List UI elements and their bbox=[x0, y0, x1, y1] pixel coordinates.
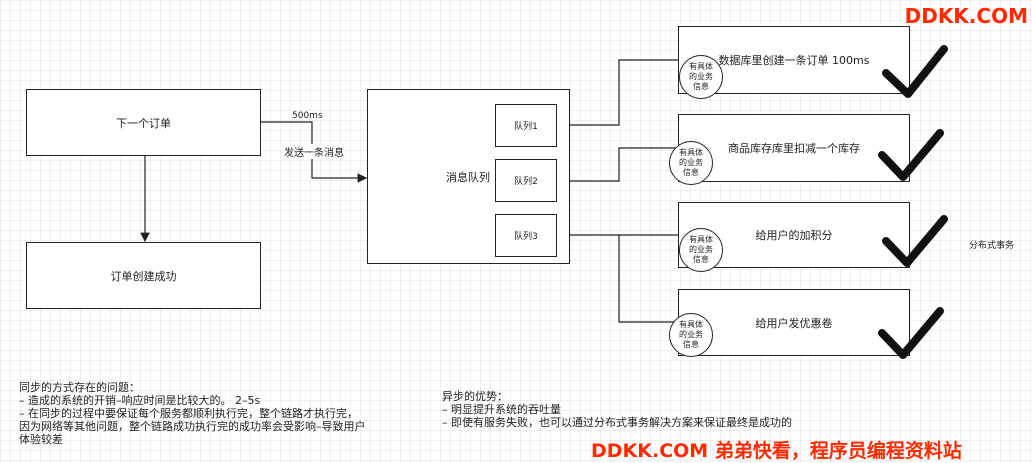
queue-3: 队列3 bbox=[495, 214, 557, 257]
queue-1-label: 队列1 bbox=[514, 122, 538, 132]
checkmark-icon bbox=[882, 45, 948, 98]
note-line: – 造成的系统的开销–响应时间是比较大的。 2–5s bbox=[19, 394, 261, 407]
service-db-label: 数据库里创建一条订单 100ms bbox=[718, 54, 870, 67]
checkmark-icon bbox=[878, 129, 944, 181]
edge-svc1-to-queue1 bbox=[556, 59, 678, 130]
brand-bottom[interactable]: DDKK.COM 弟弟快看，程序员编程资料站 bbox=[591, 440, 962, 462]
service-stock-box: 商品库存库里扣减一个库存 bbox=[678, 114, 910, 182]
checkmark-icon bbox=[878, 307, 944, 359]
business-info-circle: 有具体 的业务 信息 bbox=[679, 55, 723, 99]
brand-top[interactable]: DDKK.COM bbox=[904, 4, 1028, 28]
note-line: – 即使有服务失败，也可以通过分布式事务解决方案来保证最终是成功的 bbox=[442, 416, 792, 429]
note-line: 因为网络等其他问题，整个链路成功执行完的成功率会受影响–导致用户 bbox=[19, 420, 366, 433]
note-line: 同步的方式存在的问题： bbox=[19, 381, 140, 394]
service-coupon-label: 给用户发优惠卷 bbox=[755, 316, 833, 330]
queue-3-label: 队列3 bbox=[514, 232, 538, 242]
business-info-circle: 有具体 的业务 信息 bbox=[669, 313, 713, 357]
service-points-label: 给用户的加积分 bbox=[755, 229, 833, 242]
note-line: – 在同步的过程中要保证每个服务都顺利执行完，整个链路才执行完， bbox=[19, 407, 358, 420]
sync-notes: 同步的方式存在的问题： – 造成的系统的开销–响应时间是比较大的。 2–5s –… bbox=[19, 381, 366, 446]
edge-label-send: 发送一条消息 bbox=[284, 144, 344, 159]
note-line: 体验较差 bbox=[19, 433, 63, 446]
business-info-circle: 有具体 的业务 信息 bbox=[669, 141, 713, 185]
queue-2-label: 队列2 bbox=[514, 177, 538, 187]
edge-svc4-to-queue3 bbox=[618, 235, 678, 323]
service-stock-label: 商品库存库里扣减一个库存 bbox=[728, 142, 860, 155]
checkmark-icon bbox=[882, 215, 948, 267]
queue-2: 队列2 bbox=[495, 159, 557, 202]
note-line: 异步的优势： bbox=[442, 390, 508, 403]
next-order-label: 下一个订单 bbox=[116, 116, 171, 130]
order-created-box: 订单创建成功 bbox=[26, 242, 261, 309]
message-queue-label: 消息队列 bbox=[446, 170, 490, 184]
edge-label-timing: 500ms bbox=[292, 111, 323, 121]
note-line: – 明显提升系统的吞吐量 bbox=[442, 403, 561, 416]
next-order-box: 下一个订单 bbox=[26, 89, 261, 156]
business-info-circle: 有具体 的业务 信息 bbox=[679, 228, 723, 272]
distributed-transaction-label: 分布式事务 bbox=[969, 241, 1015, 251]
order-created-label: 订单创建成功 bbox=[110, 269, 177, 283]
async-notes: 异步的优势： – 明显提升系统的吞吐量 – 即使有服务失败，也可以通过分布式事务… bbox=[442, 390, 792, 429]
edge-svc2-to-queue2 bbox=[556, 147, 678, 186]
queue-1: 队列1 bbox=[495, 104, 557, 147]
service-coupon-box: 给用户发优惠卷 bbox=[678, 289, 910, 356]
